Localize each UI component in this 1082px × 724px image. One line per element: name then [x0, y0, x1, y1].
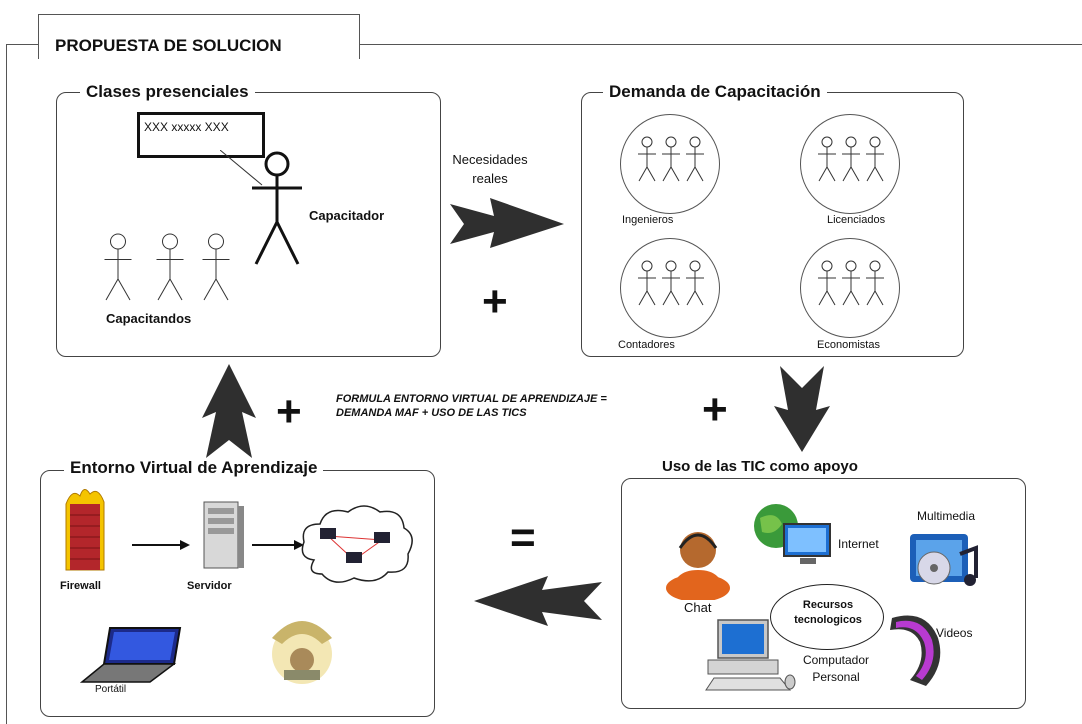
videos-film-icon — [890, 615, 941, 686]
outer-frame-top — [6, 44, 1082, 45]
stick-figure-icon — [686, 136, 704, 182]
group-circle-licenciados — [800, 114, 900, 214]
chat-label: Chat — [684, 600, 712, 615]
entorno-arrows — [132, 540, 304, 550]
equals-symbol: = — [510, 513, 536, 562]
arrow-down-to-tic — [774, 366, 830, 452]
recursos-ellipse — [770, 584, 884, 650]
formula-line-1: FORMULA ENTORNO VIRTUAL DE APRENDIZAJE = — [336, 393, 607, 405]
group-circle-economistas — [800, 238, 900, 338]
multimedia-label: Multimedia — [917, 509, 976, 523]
outer-frame-left — [6, 44, 7, 724]
group-circle-contadores — [620, 238, 720, 338]
group-label-economistas: Economistas — [817, 339, 880, 351]
stick-figure-icon — [638, 260, 656, 306]
whiteboard-text: XXX xxxxx XXX — [144, 120, 229, 134]
tic-title: Uso de las TIC como apoyo — [656, 458, 864, 475]
internet-label: Internet — [838, 537, 879, 551]
stick-figure-icon — [866, 136, 884, 182]
panel-clases-presenciales — [56, 92, 441, 357]
group-label-licenciados: Licenciados — [827, 214, 886, 226]
stick-figure-icon — [866, 260, 884, 306]
title-tab: PROPUESTA DE SOLUCION — [38, 14, 360, 59]
plus-symbol-top: + — [482, 277, 508, 326]
capacitador-figure — [220, 150, 302, 265]
stick-figure-icon — [818, 260, 836, 306]
server-icon — [203, 501, 244, 569]
internet-globe-icon — [754, 504, 831, 564]
demanda-title: Demanda de Capacitación — [603, 82, 827, 102]
arrow-right-to-demanda — [450, 198, 564, 248]
arrow-up-to-clases — [202, 364, 256, 458]
necesidades-label: Necesidades reales — [452, 152, 528, 186]
group-label-contadores: Contadores — [618, 339, 675, 351]
plus-symbol-left: + — [276, 387, 302, 436]
formula-line-2: DEMANDA MAF + USO DE LAS TICS — [336, 407, 527, 419]
university-seal-icon — [272, 621, 332, 684]
firewall-label: Firewall — [60, 580, 101, 592]
stick-figure-icon — [662, 136, 680, 182]
stick-figure-icon — [638, 136, 656, 182]
capacitandos-label: Capacitandos — [106, 311, 192, 326]
arrow-left-to-entorno — [474, 576, 602, 626]
plus-symbol-right: + — [702, 385, 728, 434]
capacitador-label: Capacitador — [309, 208, 385, 223]
stick-figure-icon — [842, 260, 860, 306]
recursos-label: Recursos tecnologicos — [794, 599, 862, 626]
computer-icon — [705, 619, 796, 691]
portatil-label: Portátil — [95, 684, 127, 695]
stick-figure-icon — [104, 233, 132, 301]
chat-person-icon — [666, 532, 730, 600]
stick-figure-icon — [818, 136, 836, 182]
capacitandos-figures — [96, 232, 246, 302]
entorno-title: Entorno Virtual de Aprendizaje — [64, 458, 324, 478]
videos-label: Videos — [936, 626, 973, 640]
stick-figure-icon — [662, 260, 680, 306]
stick-figure-icon — [202, 233, 230, 301]
network-cloud-icon — [301, 505, 413, 583]
stick-figure-icon — [156, 233, 184, 301]
clases-title: Clases presenciales — [80, 82, 255, 102]
page-title: PROPUESTA DE SOLUCION — [55, 36, 282, 55]
group-circle-ingenieros — [620, 114, 720, 214]
group-label-ingenieros: Ingenieros — [622, 214, 674, 226]
servidor-label: Servidor — [187, 580, 232, 592]
stick-figure-icon — [686, 260, 704, 306]
computador-label: Computador Personal — [802, 653, 870, 684]
laptop-icon — [80, 627, 182, 683]
whiteboard: XXX xxxxx XXX — [137, 112, 265, 158]
firewall-icon — [65, 489, 105, 571]
stick-figure-icon — [842, 136, 860, 182]
multimedia-icon — [910, 534, 978, 586]
